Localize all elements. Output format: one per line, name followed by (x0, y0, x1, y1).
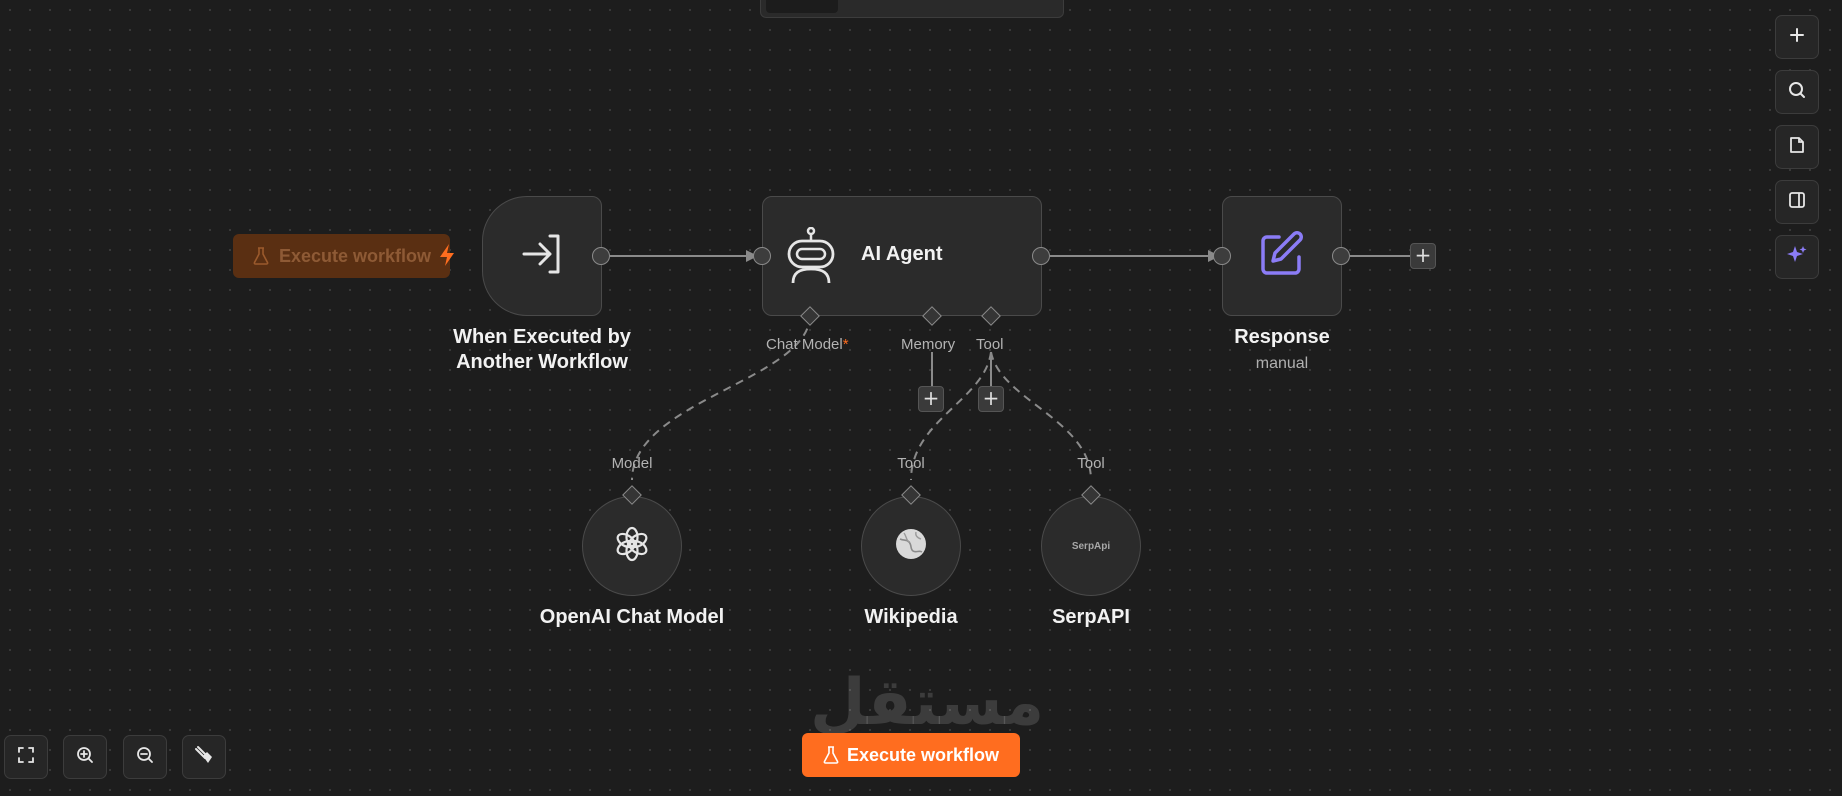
ai-assistant-button[interactable] (1775, 235, 1819, 279)
arrow-head (746, 250, 758, 262)
plus-icon (1789, 27, 1805, 48)
openai-connector-label: Model (611, 455, 653, 472)
wikipedia-globe-icon (894, 527, 928, 566)
execute-workflow-label: Execute workflow (846, 744, 1000, 765)
watermark-logo: مستقل (810, 666, 1045, 740)
edit-icon (1257, 229, 1307, 284)
lightning-icon (437, 243, 457, 272)
execute-workflow-trigger-pill[interactable]: Execute workflow (233, 234, 450, 278)
sparkle-icon (1786, 244, 1808, 271)
trigger-title-line2: Another Workflow (456, 351, 628, 373)
toggle-panel-button[interactable] (1775, 180, 1819, 224)
trigger-node[interactable] (482, 196, 602, 316)
add-node-button[interactable] (1775, 15, 1819, 59)
response-subtitle: manual (1255, 355, 1309, 372)
flask-icon (253, 247, 269, 265)
sticky-note-icon (1788, 136, 1806, 159)
openai-title: OpenAI Chat Model (539, 606, 725, 628)
clean-up-button[interactable] (182, 735, 226, 779)
ai-agent-output-port[interactable] (1032, 247, 1050, 265)
response-output-port[interactable] (1332, 247, 1350, 265)
zoom-in-button[interactable] (63, 735, 107, 779)
dashed-link-serpapi (990, 351, 1092, 481)
ai-agent-input-port[interactable] (753, 247, 771, 265)
sign-in-icon (518, 230, 566, 283)
trigger-title-line1: When Executed by (453, 326, 631, 348)
zoom-in-icon (76, 746, 94, 769)
ai-agent-node[interactable]: AI Agent (762, 196, 1042, 316)
flask-icon (823, 746, 839, 764)
fit-view-button[interactable] (4, 735, 48, 779)
serpapi-logo: SerpApi (1071, 540, 1111, 552)
serpapi-node[interactable]: SerpApi (1041, 496, 1141, 596)
add-sticky-note-button[interactable] (1775, 125, 1819, 169)
wikipedia-node[interactable] (861, 496, 961, 596)
add-memory-button[interactable]: + (918, 386, 944, 412)
serpapi-title: SerpAPI (1052, 606, 1130, 628)
search-icon (1788, 81, 1806, 104)
required-mark: * (842, 336, 849, 353)
execute-workflow-trigger-label: Execute workflow (279, 245, 432, 266)
wikipedia-connector-label: Tool (897, 455, 925, 472)
panel-icon (1788, 191, 1806, 214)
trigger-output-port[interactable] (592, 247, 610, 265)
chat-model-label: Chat Model* (766, 336, 849, 353)
ai-agent-title: AI Agent (861, 243, 943, 265)
wikipedia-title: Wikipedia (864, 606, 958, 628)
serpapi-connector-label: Tool (1077, 455, 1105, 472)
chat-model-text: Chat Model (766, 336, 843, 353)
response-input-port[interactable] (1213, 247, 1231, 265)
response-title: Response (1234, 326, 1330, 348)
memory-label: Memory (901, 336, 956, 353)
zoom-out-icon (136, 746, 154, 769)
search-button[interactable] (1775, 70, 1819, 114)
tool-label: Tool (976, 336, 1004, 353)
top-tab-active[interactable] (766, 0, 838, 13)
zoom-out-button[interactable] (123, 735, 167, 779)
fit-view-icon (17, 746, 35, 769)
robot-icon (783, 226, 839, 292)
trigger-node-title: When Executed by Another Workflow (432, 325, 652, 375)
execute-workflow-button[interactable]: Execute workflow (802, 733, 1020, 777)
add-next-node-button[interactable]: + (1410, 243, 1436, 269)
clean-up-icon (194, 745, 214, 770)
openai-icon (612, 524, 652, 569)
top-tab-bar (760, 0, 1064, 18)
openai-chat-model-node[interactable] (582, 496, 682, 596)
response-node[interactable] (1222, 196, 1342, 316)
dashed-link-wikipedia (910, 351, 992, 481)
add-tool-button[interactable]: + (978, 386, 1004, 412)
